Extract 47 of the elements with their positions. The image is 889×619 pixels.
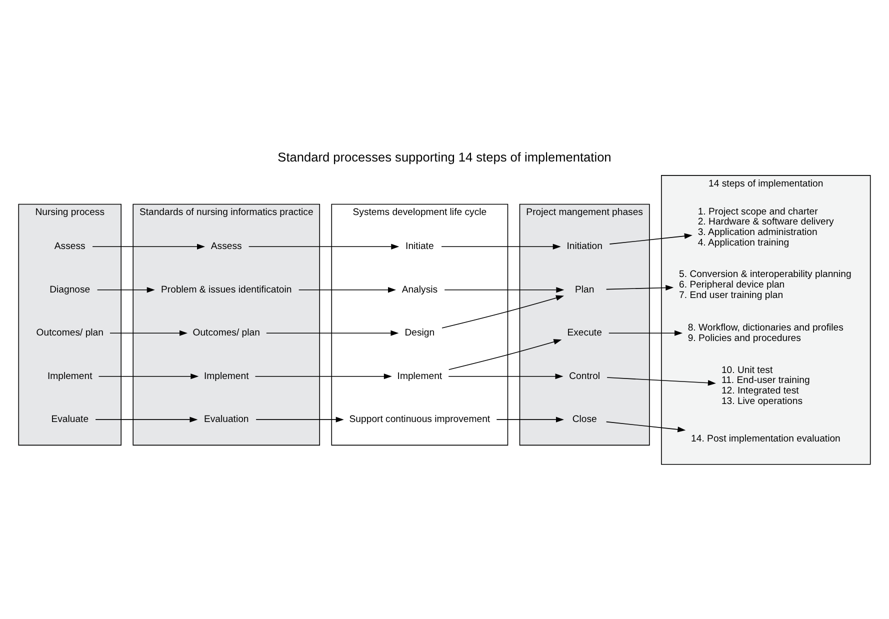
- arrow: [96, 287, 155, 293]
- arrow: [442, 295, 564, 328]
- node-text: Outcomes/ plan: [192, 328, 260, 339]
- node-text: Evaluate: [51, 414, 89, 426]
- node-text: Initiate: [406, 241, 434, 252]
- node-text: Assess: [210, 241, 242, 252]
- arrow: [95, 416, 198, 422]
- arrow: [609, 233, 692, 244]
- node-text: Outcomes/ plan: [36, 328, 104, 339]
- arrow: [448, 374, 564, 380]
- arrow: [248, 244, 400, 250]
- node-text: Implement: [204, 370, 249, 382]
- node-text: 5. Conversion & interoperability planning 6. Peripheral device plan 7. End user training plan: [679, 269, 852, 301]
- node-text: Evaluation: [204, 414, 249, 426]
- node-text: Support continuous improvement: [349, 414, 490, 426]
- arrow: [608, 330, 683, 336]
- arrow: [92, 244, 206, 250]
- node-text: 14. Post implementation evaluation: [691, 433, 840, 444]
- node-text: Initiation: [566, 241, 602, 252]
- arrow: [256, 416, 344, 422]
- node-text: Problem & issues identificatoin: [161, 284, 292, 296]
- diagram-title: Standard processes supporting 14 steps of implementation: [278, 150, 612, 165]
- node-text: Assess: [54, 241, 86, 252]
- node-text: 8. Workflow, dictionaries and profiles 9. Policies and procedures: [688, 322, 844, 344]
- arrow: [448, 339, 562, 370]
- arrow: [444, 287, 564, 293]
- node-text: Design: [404, 328, 435, 339]
- arrow: [298, 287, 396, 293]
- arrow: [606, 284, 674, 291]
- node-text: Implement: [47, 370, 92, 382]
- arrow: [606, 377, 716, 386]
- node-text: Plan: [574, 284, 594, 296]
- node-text: Implement: [397, 370, 442, 382]
- node-text: Diagnose: [50, 284, 90, 296]
- arrow: [254, 374, 392, 380]
- arrow: [496, 416, 564, 422]
- arrow: [606, 421, 686, 432]
- node-text: 1. Project scope and charter 2. Hardware & software delivery 3. Application administration 4. Application training: [698, 206, 834, 249]
- arrow: [441, 244, 561, 250]
- arrow: [110, 330, 188, 336]
- node-text: Control: [569, 370, 600, 382]
- node-text: Execute: [567, 328, 602, 339]
- arrow: [266, 330, 399, 336]
- node-text: 10. Unit test 11. End-user training 12. Integrated test 13. Live operations: [721, 364, 810, 408]
- node-text: Analysis: [402, 284, 438, 296]
- arrow: [98, 374, 199, 380]
- node-text: Close: [572, 414, 597, 426]
